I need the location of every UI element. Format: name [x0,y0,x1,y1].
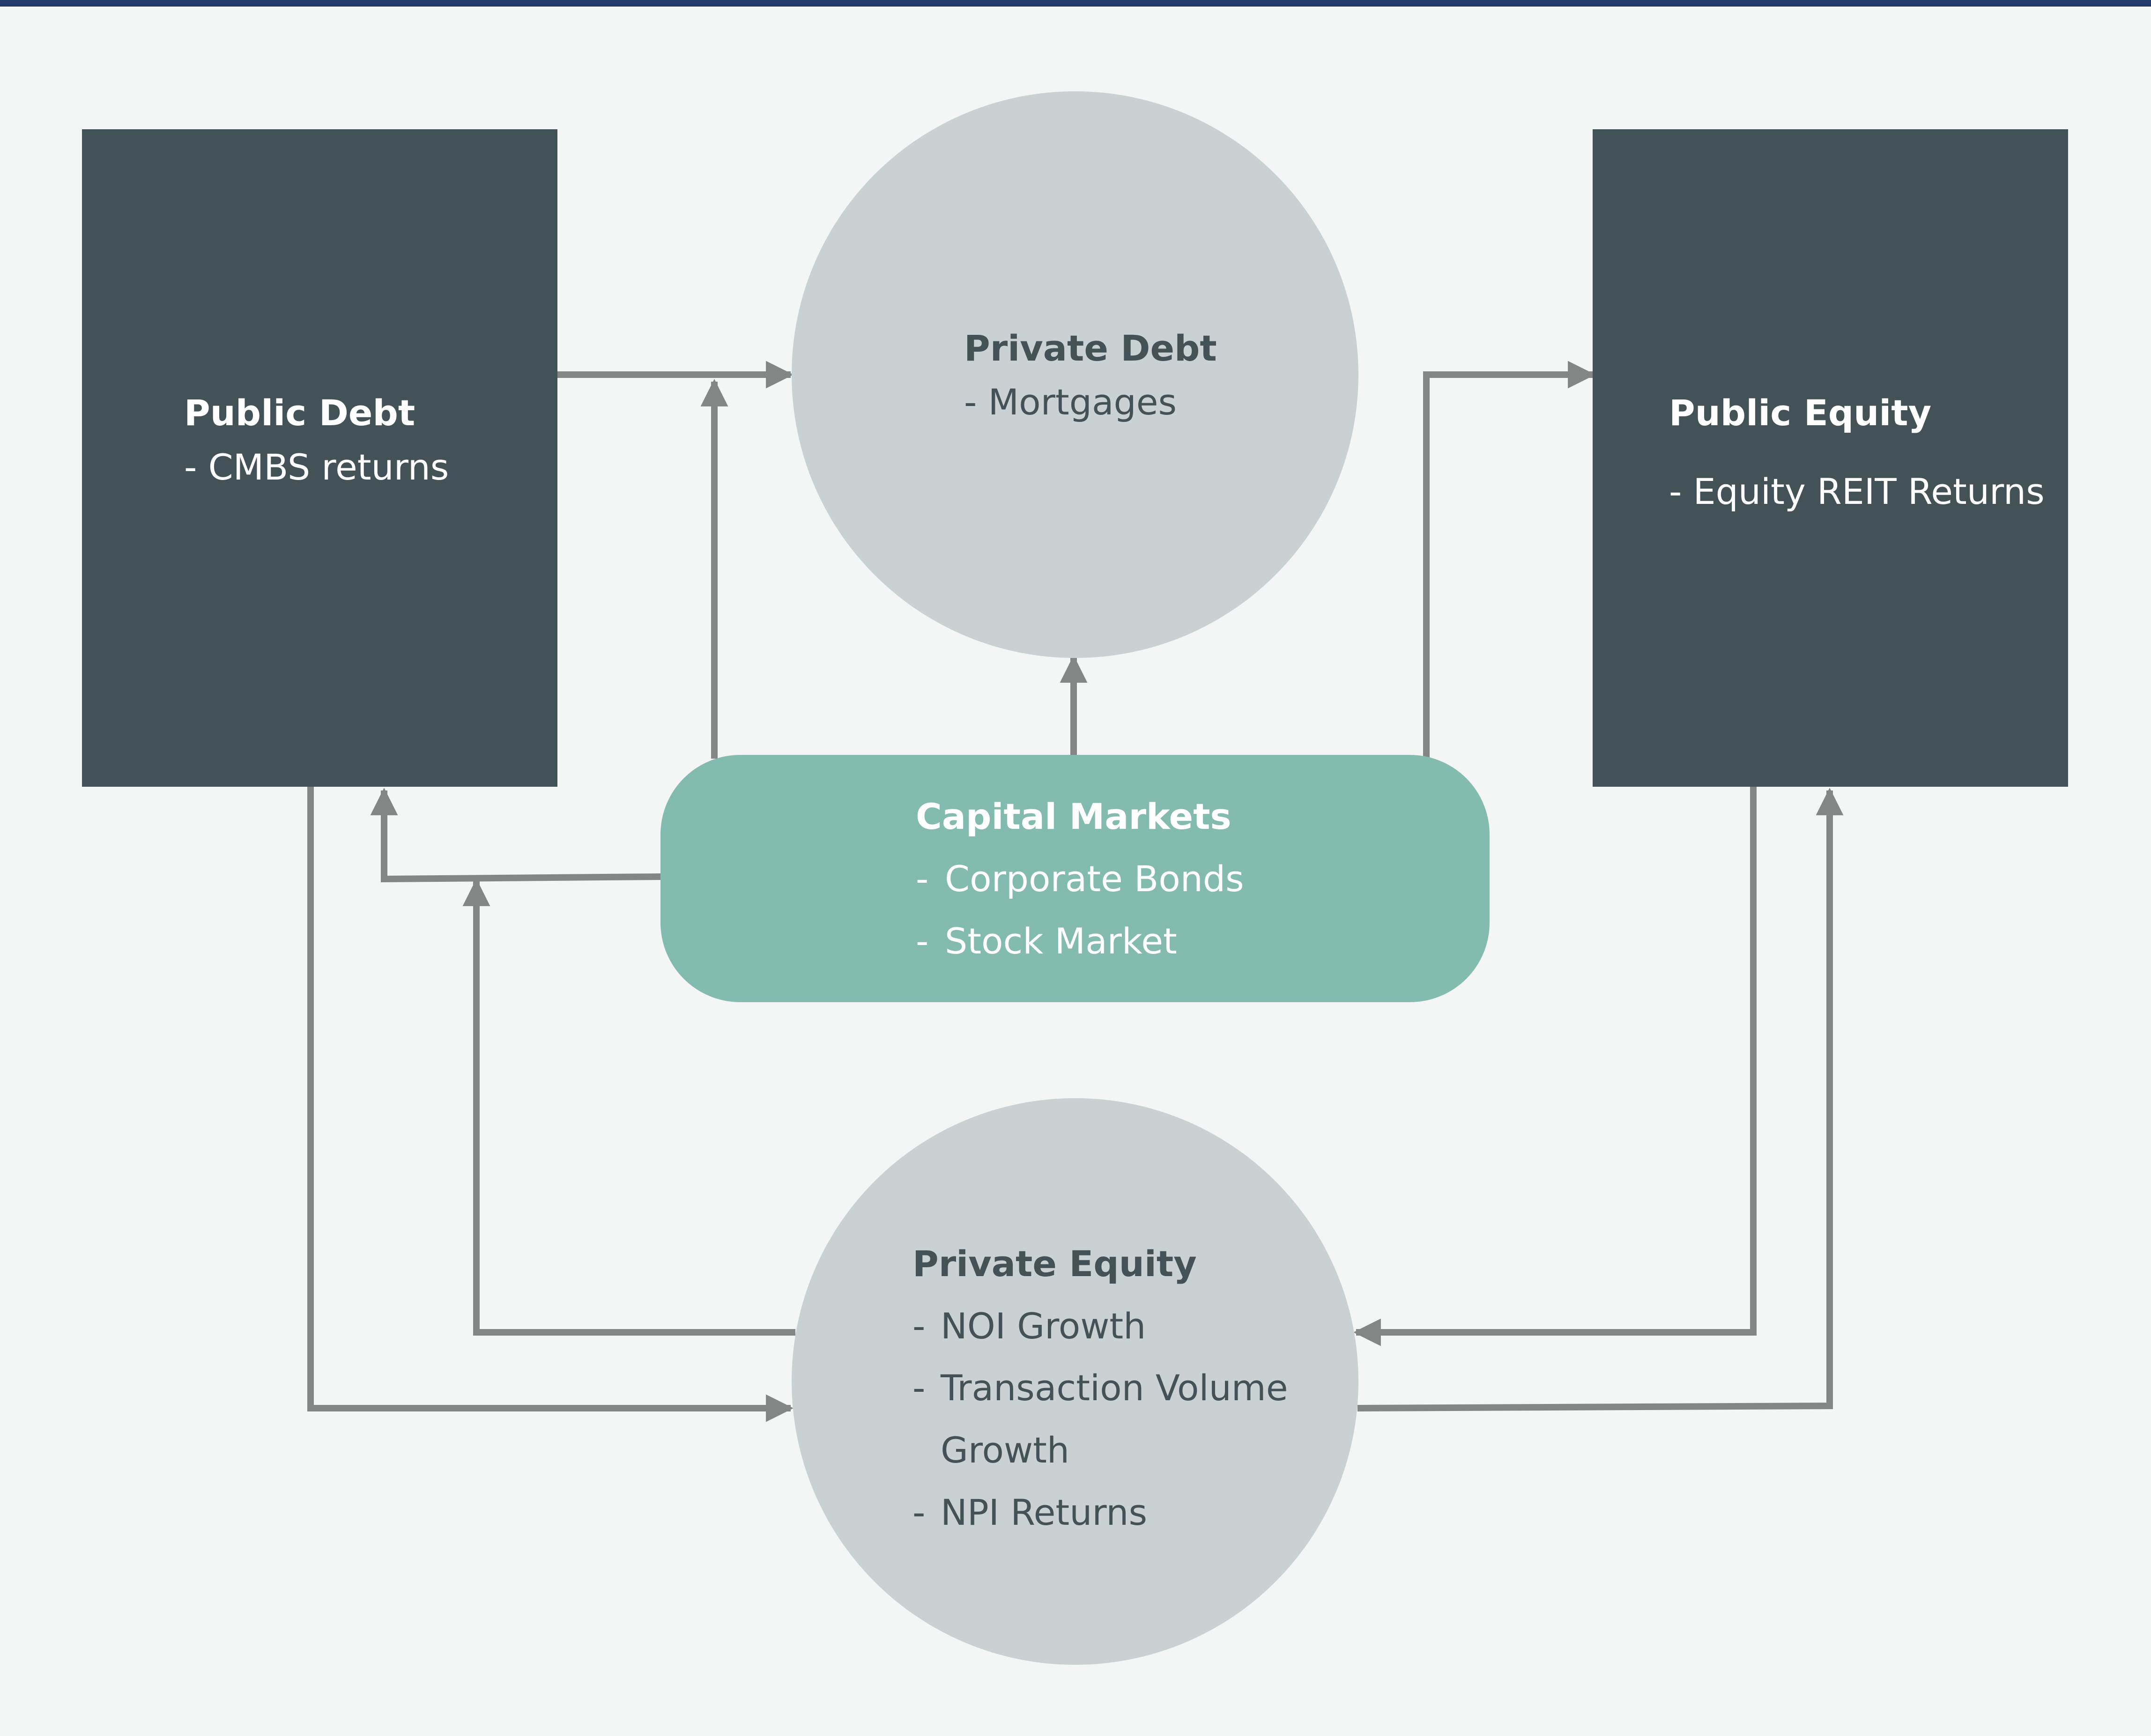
private-equity-item-1: NOI Growth [941,1305,1146,1347]
private-equity-item-2: Transaction Volume [940,1367,1288,1409]
capital-markets-node: Capital Markets - Corporate Bonds - Stoc… [660,755,1490,1002]
private-debt-title: Private Debt [964,327,1217,369]
capital-markets-dash-2: - [916,920,928,962]
public-equity-item: - Equity REIT Returns [1669,471,2045,512]
private-debt-item: - Mortgages [964,381,1177,423]
private-equity-item-2-continued: Growth [941,1429,1069,1471]
public-debt-node: Public Debt - CMBS returns [82,129,557,787]
private-equity-dash-4: - [912,1492,925,1533]
arrow-private-equity-to-public-debt [462,879,795,1336]
private-debt-node: Private Debt - Mortgages [792,91,1358,658]
capital-markets-dash-1: - [916,858,928,900]
private-equity-dash-2: - [912,1367,925,1409]
public-equity-node: Public Equity - Equity REIT Returns [1593,129,2068,787]
capital-markets-title: Capital Markets [916,796,1231,837]
connectors [307,361,1844,1422]
capital-markets-item-2: Stock Market [945,920,1177,962]
public-debt-item: - CMBS returns [184,446,449,488]
arrow-capital-markets-to-public-equity [1423,361,1595,759]
top-rule [0,0,2151,7]
public-debt-box [82,129,557,787]
arrow-capital-markets-to-public-debt [370,788,661,883]
private-debt-circle [792,91,1358,658]
private-equity-dash-1: - [912,1305,925,1347]
public-equity-title: Public Equity [1669,392,1931,434]
capital-markets-pill [660,755,1490,1002]
private-equity-item-4: NPI Returns [941,1492,1147,1533]
capital-markets-item-1: Corporate Bonds [945,858,1244,900]
public-debt-title: Public Debt [184,392,415,434]
private-equity-circle [792,1098,1358,1665]
private-equity-title: Private Equity [912,1243,1197,1285]
public-equity-box [1593,129,2068,787]
arrow-public-equity-to-private-equity [1353,787,1757,1346]
arrow-public-debt-to-private-equity [307,787,794,1422]
arrow-private-equity-to-public-equity [1357,788,1844,1411]
private-equity-node: Private Equity - NOI Growth - Transactio… [792,1098,1358,1665]
